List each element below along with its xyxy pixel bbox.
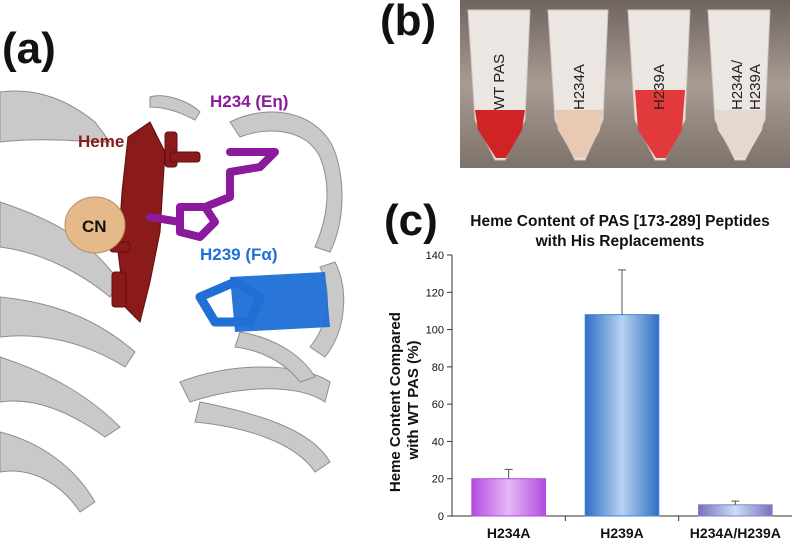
- y-tick-label: 0: [438, 511, 444, 523]
- tube-label-h234a: H234A: [571, 64, 588, 110]
- h239-residue: [195, 272, 330, 332]
- protein-structure-illustration: Heme CN H234 (Eη) H239 (Fα): [0, 90, 345, 513]
- panel-label-a: (a): [2, 24, 56, 73]
- y-axis-label-line-1: Heme Content Compared: [387, 312, 404, 492]
- cn-label: CN: [82, 217, 107, 236]
- y-tick-label: 120: [426, 287, 444, 299]
- h234-residue: [146, 148, 279, 241]
- tube-label-double: H234A/ H239A: [729, 56, 764, 110]
- y-axis-label-line-2: with WT PAS (%): [405, 341, 422, 461]
- y-tick-label: 140: [426, 250, 444, 262]
- tube-1: [467, 9, 531, 161]
- panel-label-b: (b): [380, 0, 437, 45]
- h234-label: H234 (Eη): [210, 92, 288, 111]
- x-category-label: H234A/H239A: [690, 525, 781, 541]
- tube-label-h239a: H239A: [651, 64, 668, 110]
- bar: [698, 504, 773, 517]
- heme-molecule: [109, 121, 201, 323]
- panel-label-c: (c): [384, 196, 438, 245]
- tube-label-wt: WT PAS: [491, 54, 508, 110]
- chart-title-line-2: with His Replacements: [535, 233, 705, 250]
- heme-label: Heme: [78, 132, 124, 151]
- tube-2: [547, 9, 609, 161]
- bar: [584, 314, 660, 517]
- tube-4: [707, 9, 771, 161]
- y-tick-label: 100: [426, 325, 444, 337]
- x-category-label: H234A: [487, 525, 531, 541]
- y-tick-label: 60: [432, 399, 444, 411]
- chart-title-line-1: Heme Content of PAS [173-289] Peptides: [470, 213, 769, 230]
- tube-photo: WT PAS H234A H239A H234A/ H239A: [460, 0, 790, 168]
- x-category-label: H239A: [600, 525, 644, 541]
- tube-3: [627, 9, 691, 161]
- bar: [471, 478, 546, 517]
- cyanide-sphere: [64, 196, 126, 254]
- h239-label: H239 (Fα): [200, 245, 278, 264]
- y-tick-label: 80: [432, 362, 444, 374]
- ribbon-backbone: [0, 90, 345, 513]
- heme-content-bar-chart: Heme Content of PAS [173-289] Peptides w…: [387, 213, 792, 541]
- y-tick-label: 40: [432, 436, 444, 448]
- y-tick-label: 20: [432, 474, 444, 486]
- y-axis-label: Heme Content Compared with WT PAS (%): [387, 308, 422, 492]
